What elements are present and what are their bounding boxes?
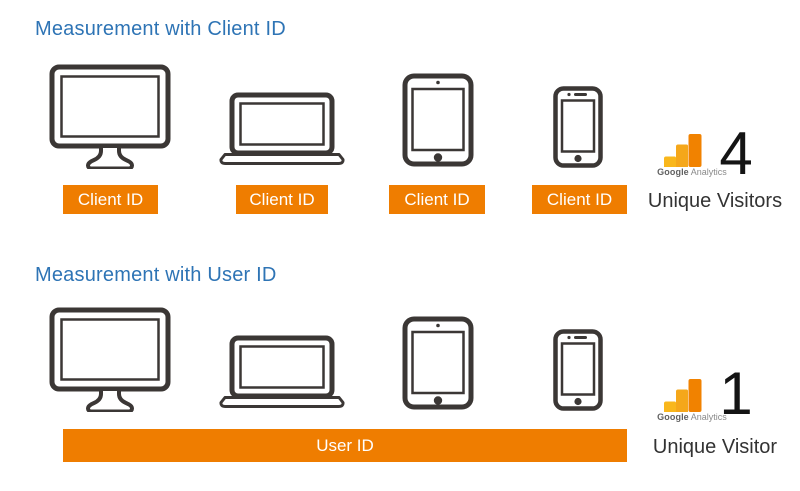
section-title-client-id: Measurement with Client ID bbox=[35, 18, 286, 40]
desktop-icon bbox=[49, 307, 171, 412]
google-analytics-logo bbox=[661, 132, 705, 168]
client-id-badge: Client ID bbox=[389, 185, 485, 214]
smartphone-icon bbox=[553, 86, 603, 168]
unique-visitor-count: 1 bbox=[719, 360, 753, 427]
laptop-icon bbox=[219, 92, 345, 168]
section-title-user-id: Measurement with User ID bbox=[35, 264, 277, 286]
client-id-badge: Client ID bbox=[236, 185, 328, 214]
tablet-icon bbox=[402, 316, 474, 410]
user-id-bar: User ID bbox=[63, 429, 627, 462]
tablet-icon bbox=[402, 73, 474, 167]
google-brand-text: Google bbox=[657, 167, 689, 177]
google-brand-text: Google bbox=[657, 412, 689, 422]
smartphone-icon bbox=[553, 329, 603, 411]
analytics-brand-text: Analytics bbox=[690, 412, 727, 422]
google-analytics-logo bbox=[661, 377, 705, 413]
google-analytics-wordmark: Google Analytics bbox=[645, 412, 739, 423]
client-id-badge: Client ID bbox=[532, 185, 627, 214]
unique-visitors-label: Unique Visitors bbox=[647, 190, 783, 212]
analytics-brand-text: Analytics bbox=[690, 167, 727, 177]
client-id-badge: Client ID bbox=[63, 185, 158, 214]
desktop-icon bbox=[49, 64, 171, 169]
laptop-icon bbox=[219, 335, 345, 411]
unique-visitor-label: Unique Visitor bbox=[652, 436, 778, 458]
google-analytics-wordmark: Google Analytics bbox=[645, 167, 739, 178]
unique-visitor-count: 4 bbox=[719, 120, 753, 187]
